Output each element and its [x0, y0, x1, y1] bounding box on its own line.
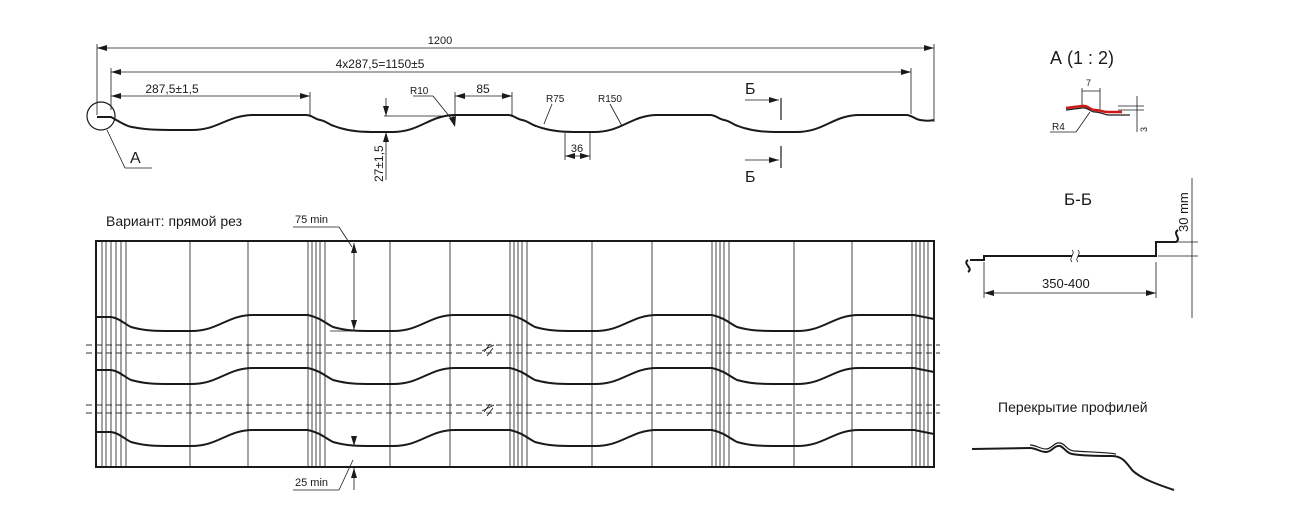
profile-view: 1200 4x287,5=1150±5 287,5±1,5 85 36 R10 …: [86, 35, 935, 186]
dim-height: 27±1,5: [372, 145, 386, 182]
plan-view: Вариант: прямой рез 75 min 25 min: [86, 213, 940, 491]
detail-circle: [86, 101, 116, 131]
dim-3: 3: [1139, 127, 1149, 132]
dim-36: 36: [571, 143, 583, 155]
leader-r75: [543, 103, 553, 125]
dim-85: 85: [476, 82, 490, 96]
profile-curve: [97, 114, 935, 133]
detail-mark: А: [130, 150, 141, 167]
detail-a-profile: [1065, 107, 1130, 116]
overlap-profile-lower: [971, 444, 1175, 491]
section-span: 350-400: [1042, 276, 1090, 291]
detail-a-title: А (1 : 2): [1050, 48, 1114, 68]
section-profile: [1078, 229, 1179, 257]
break-symbol: [481, 403, 495, 417]
detail-leader: [106, 129, 126, 169]
sheet-wave-3: [96, 429, 935, 447]
plan-frame: [95, 240, 935, 468]
label-r75: R75: [546, 94, 565, 105]
leader-75min: [338, 226, 353, 248]
arrow-r10: [449, 116, 456, 127]
dim-7: 7: [1086, 78, 1091, 88]
dim-overall-width: 1200: [428, 35, 452, 47]
label-r4: R4: [1052, 122, 1065, 133]
detail-a-highlight: [1065, 104, 1122, 114]
fold-lines: [101, 241, 929, 467]
overlap-view: Перекрытие профилей: [971, 399, 1175, 491]
label-25min: 25 min: [295, 477, 328, 489]
label-r10: R10: [410, 86, 429, 97]
overlap-profile-upper: [1029, 442, 1117, 455]
section-mark-top: Б: [745, 81, 756, 98]
sheet-wave-1: [96, 314, 935, 332]
label-r150: R150: [598, 94, 622, 105]
section-profile: [965, 255, 1072, 273]
label-75min: 75 min: [295, 214, 328, 226]
section-break: [1070, 249, 1080, 263]
leader-r4: [1075, 111, 1091, 133]
leader-r150: [609, 103, 623, 127]
variant-caption: Вариант: прямой рез: [106, 213, 242, 229]
break-symbol: [481, 343, 495, 357]
section-step: 30 mm: [1176, 192, 1191, 232]
section-bb-view: Б-Б 350-400 30 mm: [965, 178, 1198, 318]
overlap-title: Перекрытие профилей: [998, 399, 1148, 415]
detail-a-view: А (1 : 2) 7 3 R4: [1050, 48, 1149, 133]
section-bb-title: Б-Б: [1064, 190, 1092, 209]
dim-pitch-total: 4x287,5=1150±5: [336, 57, 425, 71]
section-mark-bottom: Б: [745, 169, 756, 186]
leader-25min: [338, 459, 354, 491]
sheet-wave-2: [96, 367, 935, 385]
dim-pitch: 287,5±1,5: [145, 82, 199, 96]
